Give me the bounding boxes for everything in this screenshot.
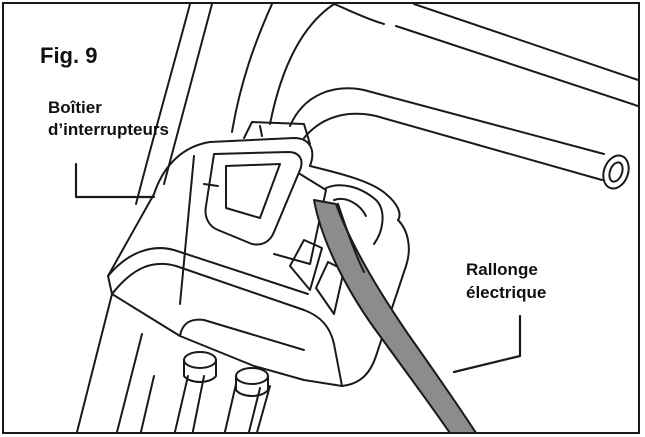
figure-frame: Fig. 9 Boîtier d’interrupteurs Rallonge … xyxy=(2,2,640,434)
leader-lines xyxy=(74,162,522,374)
extension-cord xyxy=(313,199,477,432)
rocker-switch xyxy=(203,151,327,265)
switch-box-leader xyxy=(74,162,156,199)
switch-box-label-line1: Boîtier xyxy=(48,98,102,117)
figure-title: Fig. 9 xyxy=(40,43,98,68)
bottom-connectors xyxy=(183,351,269,397)
switch-box-illustration xyxy=(74,4,638,432)
extension-cord-leader xyxy=(452,314,522,374)
extension-cord-label-line1: Rallonge xyxy=(466,260,538,279)
cord-retainer xyxy=(289,184,384,315)
switch-box-housing xyxy=(107,121,410,387)
frame-tubes xyxy=(75,4,271,432)
extension-cord-label-line2: électrique xyxy=(466,283,547,302)
switch-box-label-line2: d’interrupteurs xyxy=(48,120,169,139)
switch-box-label: Boîtier d’interrupteurs xyxy=(48,97,169,141)
extension-cord-label: Rallonge électrique xyxy=(466,258,546,304)
handle-bar xyxy=(231,4,638,190)
